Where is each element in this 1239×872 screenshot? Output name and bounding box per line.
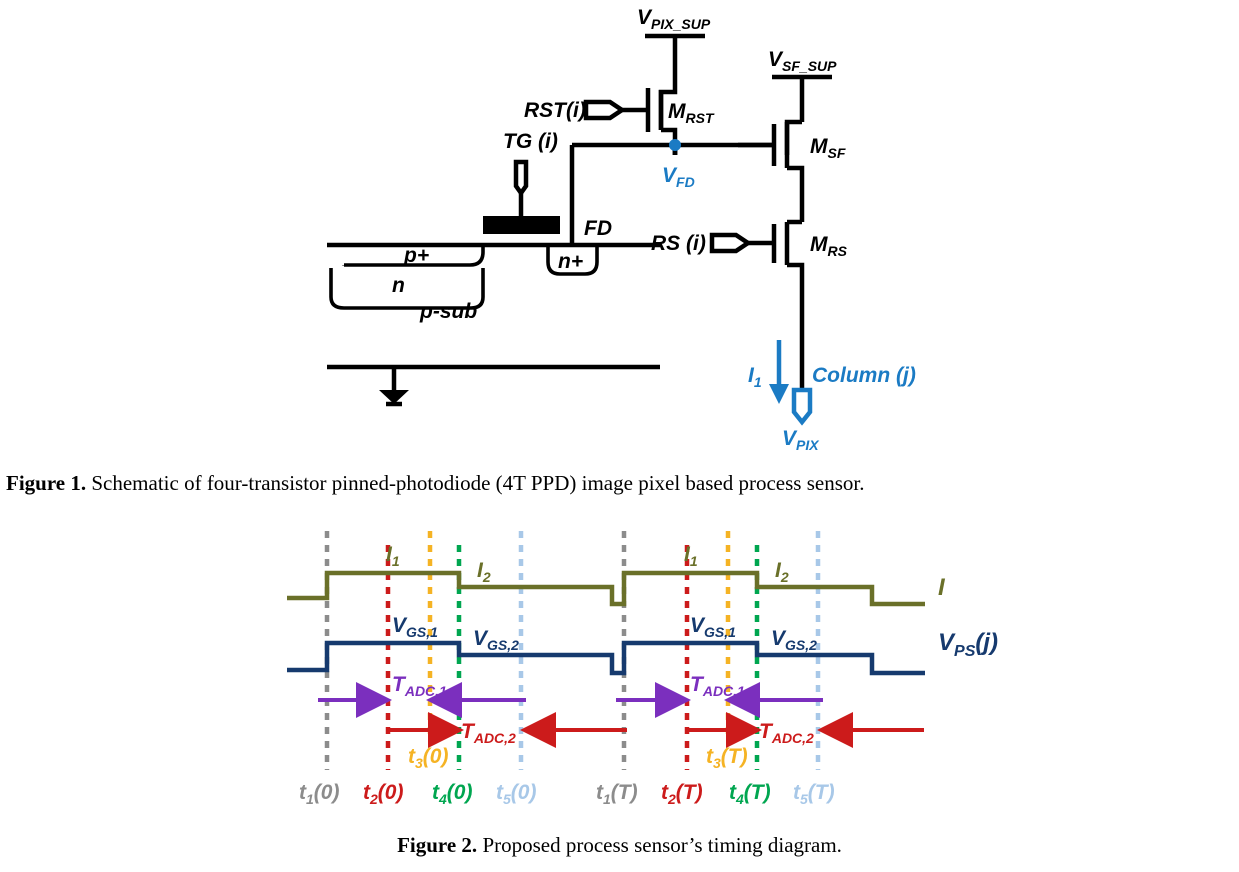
- vps-label: VPS(j): [938, 629, 998, 660]
- vfd-node-dot: [669, 139, 681, 151]
- current-trace: [287, 570, 925, 607]
- t3-T-label: t3(T): [706, 745, 748, 771]
- vpix-sup-label: VPIX_SUP: [637, 6, 711, 32]
- figure1-caption-label: Figure 1.: [6, 471, 87, 495]
- figure2-caption-label: Figure 2.: [397, 833, 478, 857]
- vpix-label: VPIX: [782, 427, 820, 453]
- figure1-caption: Figure 1. Schematic of four-transistor p…: [0, 470, 1239, 496]
- vpix-pad-icon: [791, 387, 813, 426]
- mrs-source-wire: [787, 262, 805, 390]
- figure2-timing-diagram: .trI { stroke:#6A7029; stroke-width:4.5;…: [0, 515, 1239, 825]
- msf-label: MSF: [810, 135, 846, 161]
- n-region-label: n: [392, 274, 405, 297]
- t4-0-label: t4(0): [432, 781, 472, 807]
- t1-T-label: t1(T): [596, 781, 638, 807]
- vgs2-label-cycleT: VGS,2: [771, 627, 817, 653]
- vgs1-label-cycle0: VGS,1: [392, 614, 438, 640]
- n-plus-region: [546, 245, 599, 276]
- i1-label: I1: [748, 364, 762, 390]
- fd-label: FD: [584, 217, 612, 240]
- p-plus-label: p+: [403, 244, 429, 267]
- mrst-label: MRST: [668, 100, 715, 126]
- i2-label-cycle0: I2: [477, 559, 491, 585]
- p-plus-region: [344, 245, 485, 267]
- n-plus-label: n+: [558, 250, 583, 273]
- t5-T-label: t5(T): [793, 781, 835, 807]
- column-label: Column (j): [812, 364, 916, 387]
- t2-T-label: t2(T): [661, 781, 703, 807]
- tadc2-label-cycleT: TADC,2: [759, 720, 814, 746]
- tadc2-label-cycle0: TADC,2: [461, 720, 516, 746]
- i-signal-label: I: [938, 574, 946, 601]
- tadc1-label-cycleT: TADC,1: [690, 673, 745, 699]
- tg-label: TG (i): [503, 130, 558, 153]
- rst-label: RST(i): [524, 99, 586, 122]
- figure1-caption-text: Schematic of four-transistor pinned-phot…: [86, 471, 865, 495]
- tg-gate-electrode: [483, 216, 560, 234]
- t2-0-label: t2(0): [363, 781, 403, 807]
- figure1-schematic: .wire { stroke:#000; stroke-width:4.5; f…: [327, 6, 916, 453]
- figure2-caption: Figure 2. Proposed process sensor’s timi…: [0, 832, 1239, 858]
- rs-label: RS (i): [651, 232, 706, 255]
- t1-0-label: t1(0): [299, 781, 339, 807]
- vgs2-label-cycle0: VGS,2: [473, 627, 519, 653]
- i1-arrow-head-icon: [769, 384, 789, 404]
- msf-source-wire: [787, 165, 805, 222]
- rst-pad-icon: [583, 99, 627, 121]
- p-sub-label: p-sub: [419, 300, 477, 323]
- rs-pad-icon: [709, 232, 753, 254]
- vgs1-label-cycleT: VGS,1: [690, 614, 736, 640]
- vfd-label: VFD: [662, 164, 695, 190]
- i1-label-cycleT: I1: [684, 543, 698, 569]
- ground-symbol-icon: [379, 390, 409, 404]
- i1-label-cycle0: I1: [386, 543, 400, 569]
- tadc1-label-cycle0: TADC,1: [392, 673, 447, 699]
- voltage-trace: [287, 640, 925, 676]
- i2-label-cycleT: I2: [775, 559, 789, 585]
- figure2-caption-text: Proposed process sensor’s timing diagram…: [477, 833, 842, 857]
- tg-pad-icon: [513, 159, 529, 197]
- mrs-label: MRS: [810, 233, 848, 259]
- n-region: [329, 268, 485, 310]
- t4-T-label: t4(T): [729, 781, 771, 807]
- vsf-sup-label: VSF_SUP: [768, 48, 837, 74]
- t3-0-label: t3(0): [408, 745, 448, 771]
- t5-0-label: t5(0): [496, 781, 536, 807]
